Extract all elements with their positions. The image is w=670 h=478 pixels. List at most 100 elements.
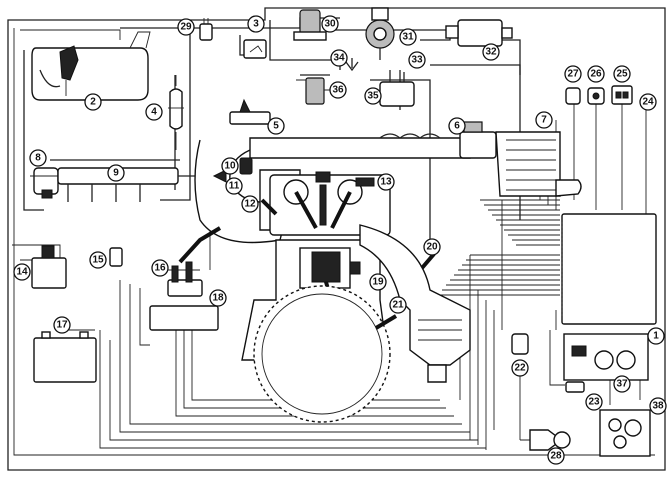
callout-21: 21 [389, 296, 407, 314]
intake-tract [229, 98, 582, 197]
svg-text:28: 28 [550, 451, 562, 462]
svg-text:25: 25 [616, 69, 628, 80]
svg-text:2: 2 [90, 97, 96, 108]
callout-9: 9 [107, 164, 125, 182]
fuel-rail-injectors [50, 159, 196, 202]
svg-text:33: 33 [411, 55, 423, 66]
svg-text:18: 18 [212, 293, 224, 304]
svg-text:24: 24 [642, 97, 654, 108]
callout-15: 15 [89, 251, 107, 269]
flywheel [253, 285, 391, 423]
sensor-13 [355, 177, 375, 187]
switch-22 [511, 333, 529, 355]
callout-3: 3 [247, 15, 265, 33]
callout-1: 1 [647, 327, 665, 345]
callout-32: 32 [482, 43, 500, 61]
callout-11: 11 [225, 177, 243, 195]
svg-text:34: 34 [333, 53, 345, 64]
svg-text:23: 23 [588, 397, 600, 408]
callout-labels: 1 2 3 4 5 6 7 8 9 10 11 12 13 14 15 16 1… [13, 15, 667, 465]
sensor-10 [239, 157, 253, 175]
svg-text:32: 32 [485, 47, 497, 58]
diagnostic-connector-38 [599, 409, 651, 457]
svg-text:30: 30 [324, 19, 336, 30]
sensor-12 [260, 198, 278, 216]
callout-16: 16 [151, 259, 169, 277]
solenoid-36 [296, 77, 334, 105]
egr-valve-31 [365, 7, 395, 60]
sensor-23 [565, 381, 585, 393]
callout-7: 7 [535, 111, 553, 129]
wiring-harness [7, 7, 666, 471]
svg-text:4: 4 [151, 107, 157, 118]
relay-29 [199, 18, 213, 41]
svg-text:22: 22 [514, 363, 526, 374]
svg-text:16: 16 [154, 263, 166, 274]
relay-15 [109, 247, 123, 267]
callout-23: 23 [585, 393, 603, 411]
callout-29: 29 [177, 18, 195, 36]
svg-text:15: 15 [92, 255, 104, 266]
svg-text:35: 35 [367, 91, 379, 102]
svg-text:17: 17 [56, 320, 68, 331]
callout-31: 31 [399, 28, 417, 46]
fuel-tank [31, 31, 151, 101]
fuel-filter [168, 75, 184, 150]
svg-text:27: 27 [567, 69, 579, 80]
callout-18: 18 [209, 289, 227, 307]
svg-text:12: 12 [244, 199, 256, 210]
svg-text:1: 1 [653, 331, 659, 342]
svg-text:38: 38 [652, 401, 664, 412]
connector-26 [587, 87, 605, 105]
svg-text:5: 5 [273, 121, 279, 132]
connector-25 [611, 85, 633, 105]
coil-pack-16 [167, 226, 222, 297]
svg-text:7: 7 [541, 115, 547, 126]
callout-26: 26 [587, 65, 605, 83]
callout-37: 37 [613, 375, 631, 393]
svg-text:20: 20 [426, 242, 438, 253]
relay-3 [243, 39, 267, 59]
svg-text:9: 9 [113, 168, 119, 179]
svg-text:21: 21 [392, 300, 404, 311]
svg-text:26: 26 [590, 69, 602, 80]
connector-27 [565, 87, 581, 105]
valve-30 [293, 9, 327, 41]
svg-text:31: 31 [402, 32, 414, 43]
callout-28: 28 [547, 447, 565, 465]
callout-6: 6 [448, 117, 466, 135]
oxygen-sensor-20 [420, 252, 436, 270]
arrow-34 [345, 58, 359, 72]
ecu-1 [561, 213, 657, 325]
callout-8: 8 [29, 149, 47, 167]
svg-text:3: 3 [253, 19, 259, 30]
svg-text:36: 36 [332, 85, 344, 96]
callout-2: 2 [84, 93, 102, 111]
svg-text:8: 8 [35, 153, 41, 164]
ignition-module-18 [149, 305, 219, 331]
callout-22: 22 [511, 359, 529, 377]
callout-35: 35 [364, 87, 382, 105]
callout-25: 25 [613, 65, 631, 83]
svg-text:14: 14 [16, 267, 28, 278]
throttle-body-35 [379, 70, 415, 107]
sensor-21 [374, 314, 398, 330]
speed-sensor-28 [529, 429, 571, 451]
cylinder-head [269, 171, 391, 236]
callout-5: 5 [267, 117, 285, 135]
callout-17: 17 [53, 316, 71, 334]
charcoal-canister-14 [31, 245, 67, 289]
battery-17 [33, 331, 97, 383]
callout-12: 12 [241, 195, 259, 213]
callout-10: 10 [221, 157, 239, 175]
callout-38: 38 [649, 397, 667, 415]
knock-sensor-19 [349, 261, 361, 275]
callout-27: 27 [564, 65, 582, 83]
cooling-fan-relays-37 [563, 333, 649, 381]
callout-20: 20 [423, 238, 441, 256]
callout-24: 24 [639, 93, 657, 111]
svg-text:19: 19 [372, 277, 384, 288]
callout-14: 14 [13, 263, 31, 281]
callout-30: 30 [321, 15, 339, 33]
